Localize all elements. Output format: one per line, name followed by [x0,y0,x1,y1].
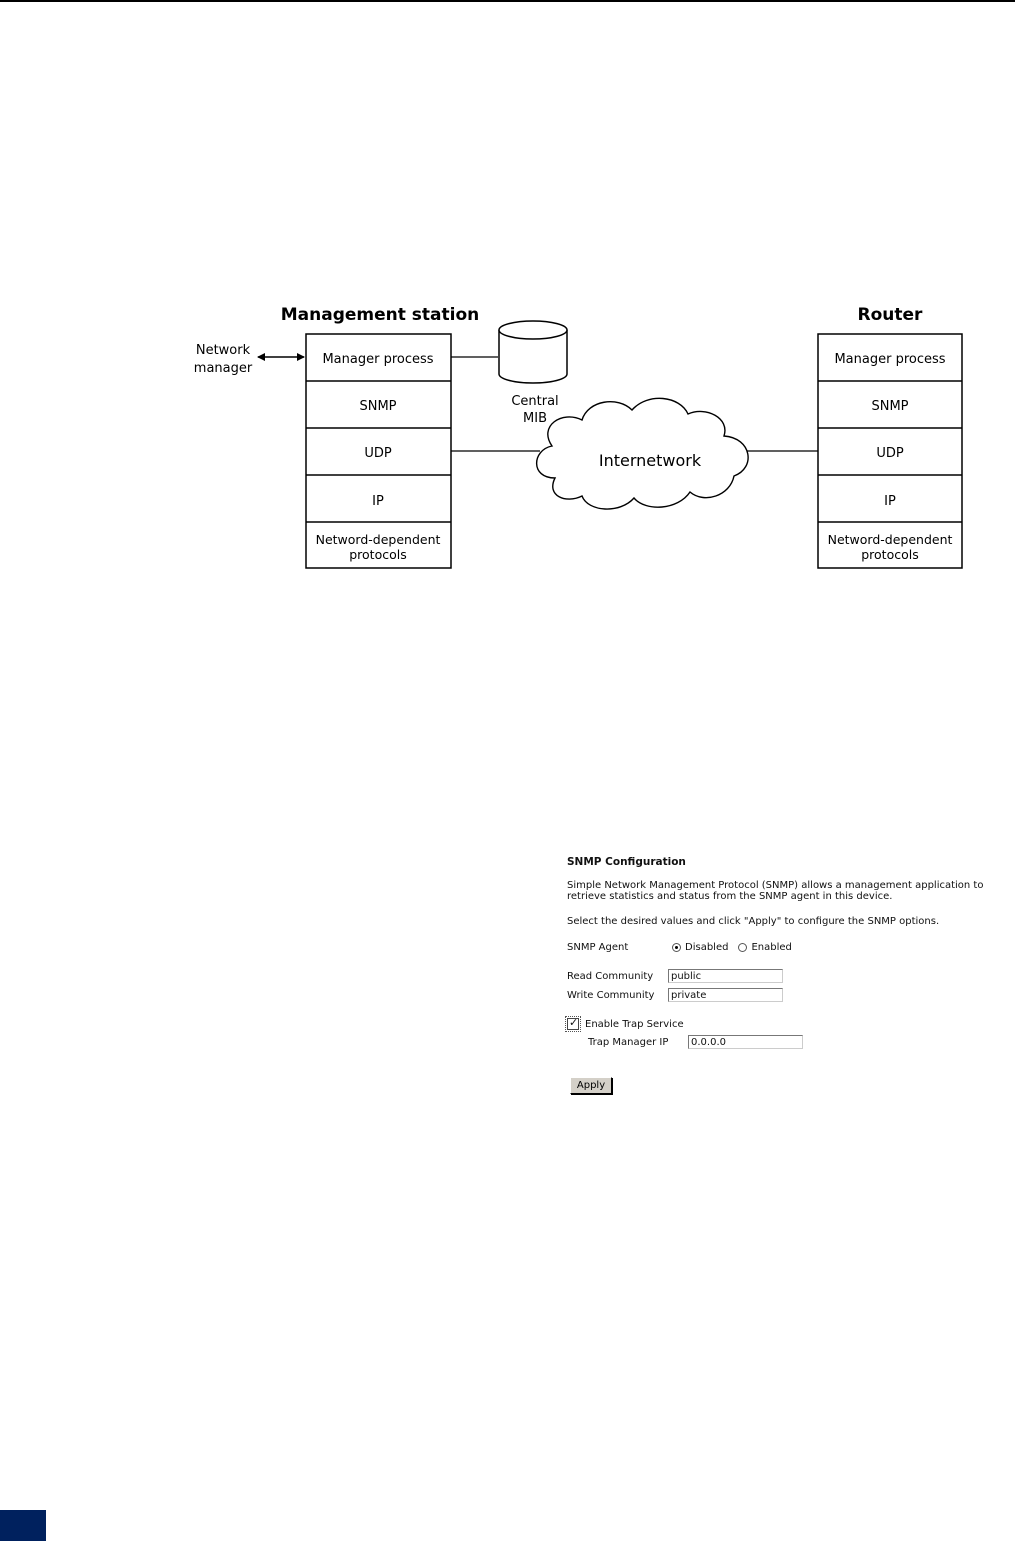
internetwork-cloud-icon [536,397,749,510]
right-layer-netword-line1: Netword-dependent [828,532,953,547]
central-mib-line2: MIB [523,411,547,426]
enable-trap-label: Enable Trap Service [585,1018,684,1030]
snmp-architecture-diagram: Management station Manager process SNMP … [190,300,980,580]
read-community-label: Read Community [567,970,654,982]
apply-button[interactable]: Apply [570,1077,612,1094]
left-layer-netword-line1: Netword-dependent [316,532,441,547]
write-community-label: Write Community [567,989,655,1001]
snmp-agent-row: SNMP Agent Disabled Enabled [567,942,792,953]
trap-service-row: ✓ Enable Trap Service [565,1016,684,1032]
read-community-input[interactable] [668,969,783,983]
panel-title: SNMP Configuration [567,856,686,868]
left-layer-manager-process: Manager process [322,352,433,367]
trap-manager-ip-label: Trap Manager IP [588,1036,669,1048]
left-layer-udp: UDP [364,446,392,461]
left-layer-ip: IP [372,494,384,509]
agent-enabled-radio[interactable] [738,943,748,952]
panel-description: Simple Network Management Protocol (SNMP… [567,880,984,902]
trap-manager-ip-row: Trap Manager IP [588,1035,803,1049]
page-number-badge [0,1510,46,1541]
enable-trap-checkbox[interactable]: ✓ [565,1016,581,1032]
agent-disabled-label: Disabled [685,942,729,953]
snmp-configuration-panel: SNMP Configuration Simple Network Manage… [565,856,1007,1094]
left-layer-snmp: SNMP [359,399,396,414]
header-rule [0,0,1015,2]
right-layer-udp: UDP [876,446,904,461]
panel-instruction: Select the desired values and click "App… [567,916,940,927]
agent-enabled-label: Enabled [751,942,792,953]
management-station-title: Management station [281,305,480,325]
internetwork-label: Internetwork [599,451,702,470]
left-layer-netword-line2: protocols [349,547,407,562]
agent-disabled-radio[interactable] [672,943,681,952]
write-community-row: Write Community [567,988,783,1002]
router-stack [817,333,963,569]
read-community-row: Read Community [567,969,783,983]
right-layer-ip: IP [884,494,896,509]
trap-manager-ip-input[interactable] [688,1035,803,1049]
network-manager-label-line1: Network [196,343,251,358]
right-layer-netword-line2: protocols [861,547,919,562]
snmp-agent-label: SNMP Agent [567,942,629,953]
right-layer-snmp: SNMP [871,399,908,414]
write-community-input[interactable] [668,988,783,1002]
checkmark-icon: ✓ [569,1016,579,1029]
router-title: Router [858,305,924,325]
right-layer-manager-process: Manager process [834,352,945,367]
central-mib-line1: Central [511,394,558,409]
database-cylinder-icon [498,320,568,384]
network-manager-label-line2: manager [194,361,253,376]
